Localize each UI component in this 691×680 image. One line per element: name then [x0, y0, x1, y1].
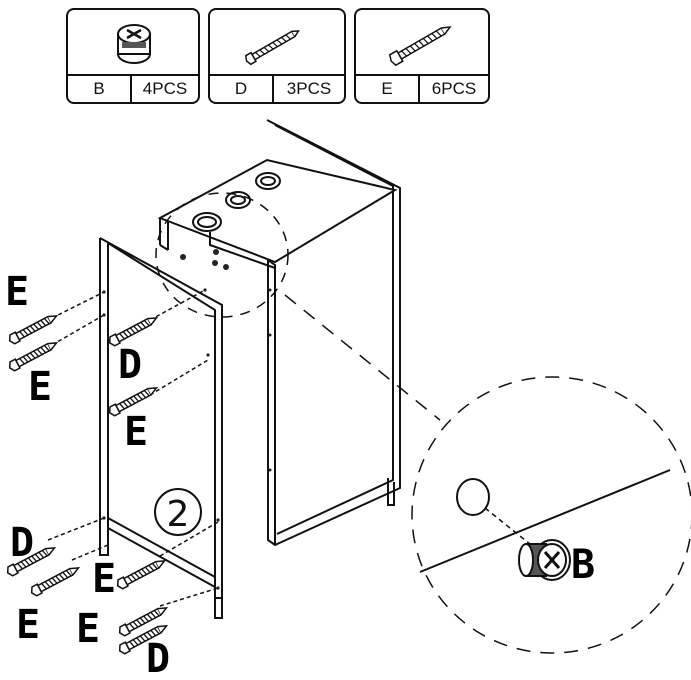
- part-quantity: 3PCS: [286, 79, 332, 98]
- callout-d-1: D: [118, 342, 142, 388]
- cabinet-body: [157, 119, 401, 547]
- detail-circle-top: [155, 192, 289, 318]
- cam-lock-icon: [117, 24, 151, 64]
- callout-d-2: D: [10, 520, 34, 566]
- hole-dots: [268, 288, 272, 472]
- zoom-circle: [284, 294, 691, 654]
- callout-e-4: E: [16, 602, 40, 648]
- part-letter: E: [356, 76, 420, 102]
- screw-icon: [388, 26, 452, 67]
- callout-zoom-b: B: [571, 542, 595, 588]
- cam-lock-nuts: [180, 249, 229, 270]
- part-b-box: B 4PCS: [66, 8, 200, 104]
- callout-d-3: D: [146, 636, 170, 680]
- part-quantity: 4PCS: [142, 79, 188, 98]
- screw-hole-dots: [102, 288, 220, 590]
- part-d-box: D 3PCS: [208, 8, 346, 104]
- callout-e-1: E: [5, 269, 29, 315]
- part-quantity: 6PCS: [431, 79, 477, 98]
- top-holes: [192, 172, 281, 232]
- callout-e-3: E: [124, 409, 148, 455]
- parts-table: B 4PCS D 3PCS: [0, 0, 691, 120]
- zoom-cam-lock-icon: [518, 539, 571, 581]
- callout-e-6: E: [76, 606, 100, 652]
- part-letter: D: [210, 76, 274, 102]
- guide-lines: [47, 289, 219, 607]
- callout-e-5: E: [92, 556, 116, 602]
- part-e-box: E 6PCS: [354, 8, 490, 104]
- step-number-circle: [154, 488, 202, 536]
- step-number: 2: [167, 494, 190, 535]
- part-letter: B: [68, 76, 132, 102]
- callout-e-2: E: [28, 364, 52, 410]
- screw-icon: [244, 30, 300, 66]
- side-panel: [99, 237, 223, 619]
